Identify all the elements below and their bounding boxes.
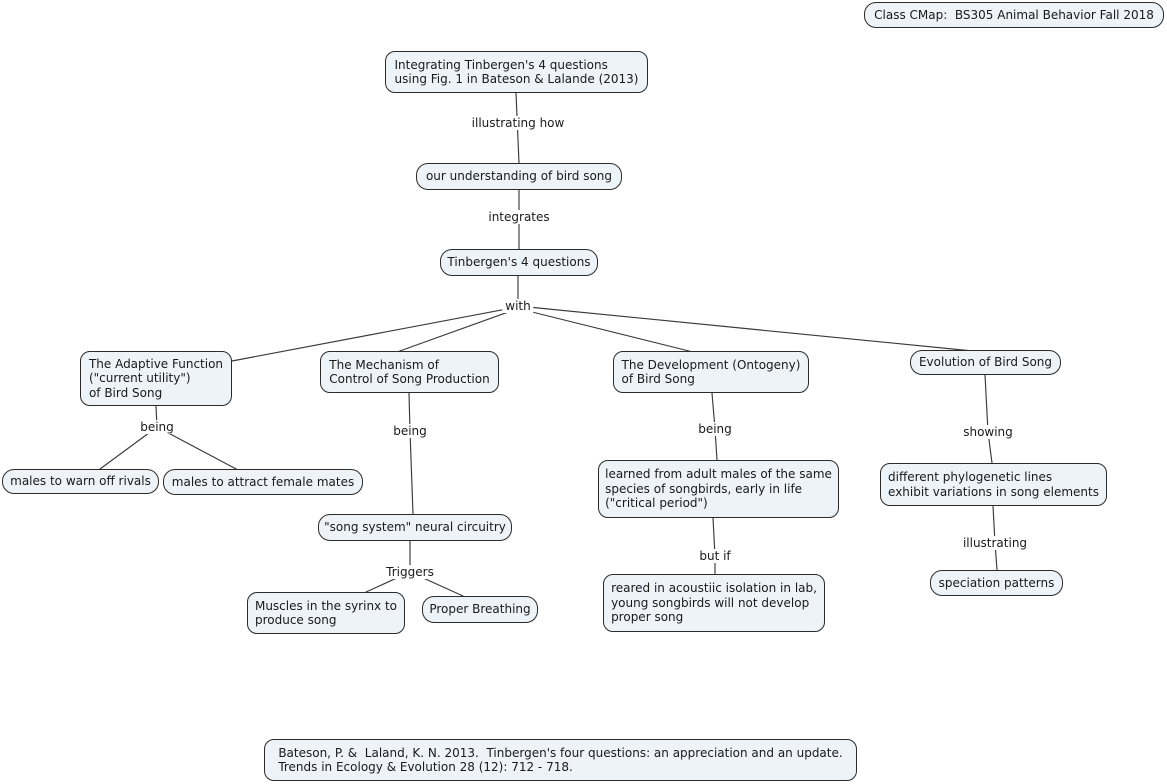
- concept-node-understanding[interactable]: our understanding of bird song: [416, 163, 622, 190]
- link-label-illustrating-how[interactable]: illustrating how: [468, 116, 568, 130]
- concept-node-proper-breathing[interactable]: Proper Breathing: [422, 596, 538, 623]
- link-label-being-mechanism[interactable]: being: [390, 424, 430, 438]
- link-label-integrates[interactable]: integrates: [485, 210, 553, 224]
- concept-node-citation[interactable]: Bateson, P. & Laland, K. N. 2013. Tinber…: [264, 739, 857, 781]
- concept-node-muscles-syrinx[interactable]: Muscles in the syrinx to produce song: [247, 592, 405, 634]
- link-label-being-development[interactable]: being: [695, 422, 735, 436]
- link-label-triggers[interactable]: Triggers: [383, 565, 437, 579]
- concept-node-speciation-patterns[interactable]: speciation patterns: [930, 570, 1063, 596]
- concept-node-evolution[interactable]: Evolution of Bird Song: [910, 350, 1061, 375]
- concept-node-class-title[interactable]: Class CMap: BS305 Animal Behavior Fall 2…: [864, 2, 1164, 28]
- concept-node-mechanism[interactable]: The Mechanism of Control of Song Product…: [320, 351, 499, 393]
- concept-node-development[interactable]: The Development (Ontogeny) of Bird Song: [613, 351, 809, 393]
- concept-node-reared-isolation[interactable]: reared in acoustiic isolation in lab, yo…: [603, 574, 825, 632]
- concept-node-warn-rivals[interactable]: males to warn off rivals: [2, 469, 159, 494]
- link-label-being-adaptive[interactable]: being: [137, 420, 177, 434]
- link-label-with[interactable]: with: [502, 299, 534, 313]
- concept-node-four-questions[interactable]: Tinbergen's 4 questions: [440, 249, 598, 276]
- link-label-illustrating[interactable]: illustrating: [959, 536, 1031, 550]
- concept-node-attract-mates[interactable]: males to attract female mates: [163, 469, 363, 495]
- concept-node-learned-from-males[interactable]: learned from adult males of the same spe…: [598, 460, 839, 518]
- concept-node-integrating[interactable]: Integrating Tinbergen's 4 questions usin…: [385, 51, 648, 93]
- link-label-but-if[interactable]: but if: [696, 549, 734, 563]
- link-label-showing[interactable]: showing: [960, 425, 1016, 439]
- concept-node-phylogenetic-lines[interactable]: different phylogenetic lines exhibit var…: [880, 463, 1107, 506]
- concept-node-adaptive-function[interactable]: The Adaptive Function ("current utility"…: [80, 351, 232, 406]
- concept-node-song-system[interactable]: "song system" neural circuitry: [318, 514, 512, 541]
